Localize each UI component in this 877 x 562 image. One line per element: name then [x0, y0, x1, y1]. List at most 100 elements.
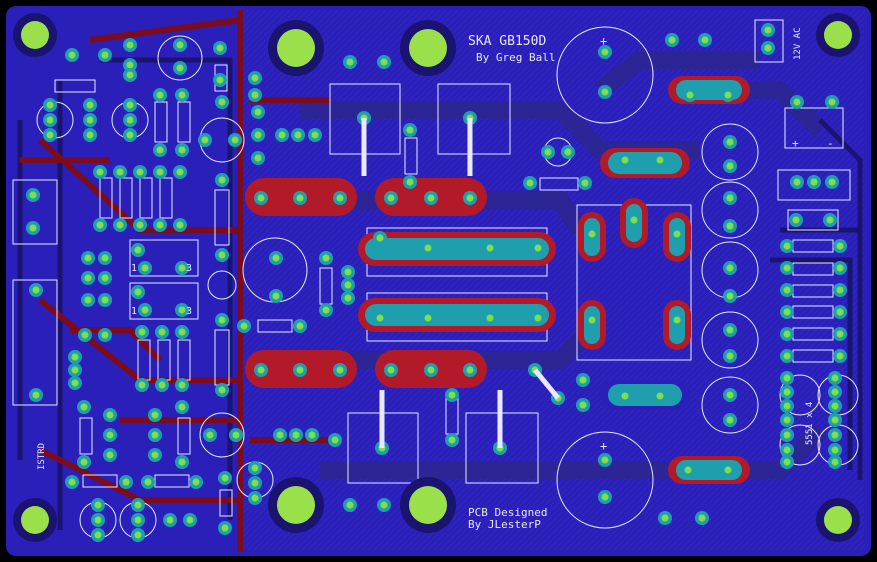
pad-hole: [294, 131, 302, 139]
mounting-holes: [13, 13, 860, 542]
cap-plus-sign-2: +: [600, 439, 607, 453]
pad-hole: [144, 478, 152, 486]
pad-hole: [783, 308, 791, 316]
pad-hole: [448, 436, 456, 444]
pad-hole: [831, 458, 839, 466]
pad-hole: [783, 242, 791, 250]
pad-hole: [176, 41, 184, 49]
pad-hole: [661, 514, 669, 522]
pad-hole: [526, 179, 534, 187]
pad-hole: [783, 458, 791, 466]
pad-hole: [296, 366, 304, 374]
pad-hole: [178, 328, 186, 336]
pad-hole: [240, 322, 248, 330]
pad-hole: [116, 168, 124, 176]
pad-hole: [122, 478, 130, 486]
pad-hole: [84, 254, 92, 262]
pad-hole: [86, 116, 94, 124]
pad-hole: [673, 230, 681, 238]
designer-line1: PCB Designed: [468, 506, 547, 519]
pad-hole: [621, 392, 629, 400]
pad-hole: [101, 331, 109, 339]
pad-hole: [116, 221, 124, 229]
pad-hole: [158, 328, 166, 336]
pot1-pin1: 1: [131, 263, 137, 274]
pad-hole: [726, 391, 734, 399]
pad-hole: [71, 366, 79, 374]
pad-hole: [579, 401, 587, 409]
pad-hole: [684, 466, 692, 474]
pad-hole: [783, 431, 791, 439]
pad-hole: [783, 264, 791, 272]
pad-hole: [296, 322, 304, 330]
pad-hole: [206, 431, 214, 439]
pad-hole: [278, 131, 286, 139]
bridge-plus-sign: +: [792, 137, 799, 150]
pad-hole: [251, 74, 259, 82]
pad-hole: [783, 446, 791, 454]
pad-hole: [221, 474, 229, 482]
pad-hole: [106, 451, 114, 459]
pad-hole: [178, 264, 186, 272]
pad-hole: [726, 264, 734, 272]
pad-hole: [254, 154, 262, 162]
pad-hole: [311, 131, 319, 139]
pad-hole: [216, 44, 224, 52]
pad-hole: [308, 431, 316, 439]
pad-hole: [138, 328, 146, 336]
pad-hole: [126, 116, 134, 124]
pad-hole: [96, 168, 104, 176]
pad-hole: [71, 353, 79, 361]
pad-hole: [686, 91, 694, 99]
pot1-pin3: 3: [186, 263, 192, 274]
pad-hole: [601, 493, 609, 501]
pad-hole: [101, 296, 109, 304]
pad-hole: [783, 416, 791, 424]
chip-label: 5551 x 4: [805, 402, 815, 445]
pad-hole: [346, 501, 354, 509]
pad-hole: [764, 44, 772, 52]
pad-hole: [544, 148, 552, 156]
pad-hole: [810, 178, 818, 186]
pad-hole: [136, 221, 144, 229]
pad-hole: [701, 36, 709, 44]
pad-hole: [831, 374, 839, 382]
pad-hole: [601, 88, 609, 96]
pad-hole: [218, 98, 226, 106]
pad-hole: [276, 431, 284, 439]
pad-hole: [726, 222, 734, 230]
pad-hole: [836, 352, 844, 360]
pad-hole: [836, 242, 844, 250]
pad-hole: [134, 516, 142, 524]
pad-hole: [656, 392, 664, 400]
pad-hole: [221, 524, 229, 532]
silkscreen-text: SKA GB150D By Greg Ball PCB Designed By …: [37, 27, 834, 531]
pad-hole: [178, 403, 186, 411]
pad-hole: [178, 381, 186, 389]
pad-hole: [218, 176, 226, 184]
pad-hole: [698, 514, 706, 522]
pad-hole: [156, 91, 164, 99]
pad-hole: [86, 131, 94, 139]
pad-hole: [151, 411, 159, 419]
pad-hole: [32, 391, 40, 399]
pad-hole: [126, 101, 134, 109]
pad-hole: [254, 131, 262, 139]
pad-hole: [218, 251, 226, 259]
pad-hole: [836, 330, 844, 338]
pad-hole: [251, 464, 259, 472]
pad-hole: [106, 431, 114, 439]
pad-hole: [793, 98, 801, 106]
pad-hole: [836, 264, 844, 272]
pad-hole: [251, 479, 259, 487]
pad-hole: [427, 194, 435, 202]
pad-hole: [601, 456, 609, 464]
pad-hole: [156, 146, 164, 154]
pad-hole: [380, 501, 388, 509]
pad-hole: [292, 431, 300, 439]
pad-hole: [673, 316, 681, 324]
pad-hole: [831, 431, 839, 439]
pad-hole: [151, 451, 159, 459]
